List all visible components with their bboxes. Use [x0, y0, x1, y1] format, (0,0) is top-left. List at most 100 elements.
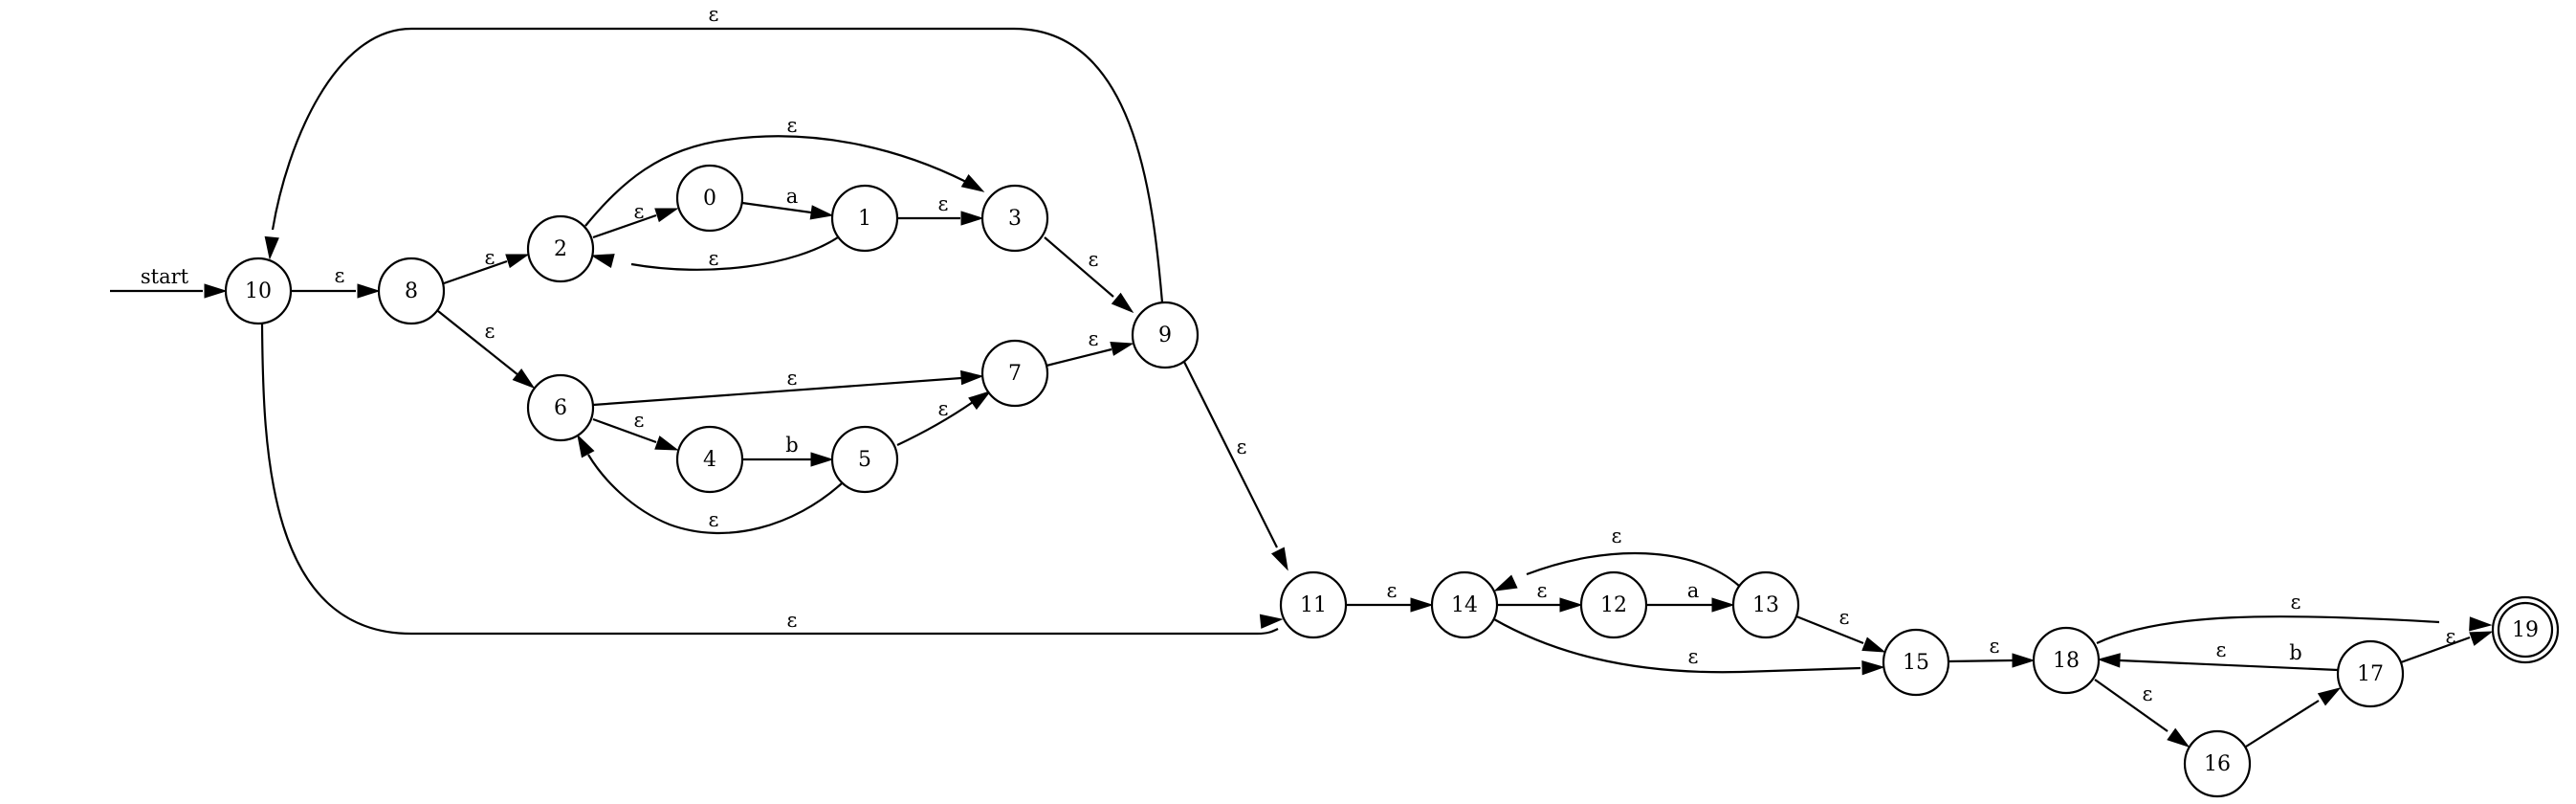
transition-15-to-18: ε: [1948, 635, 2036, 668]
transition-2-to-3: ε: [584, 114, 985, 227]
state-label: 19: [2512, 618, 2539, 642]
state-label: 2: [554, 237, 567, 261]
edge-arrowhead: [960, 173, 985, 192]
state-8: 8: [377, 257, 446, 325]
edge-arrowhead: [1861, 636, 1886, 653]
edge-label: ε: [485, 246, 495, 269]
transition-7-to-9: ε: [1046, 327, 1134, 368]
state-label: 4: [703, 448, 716, 472]
transition-5-to-7: ε: [896, 391, 992, 446]
edge-line: [271, 27, 1164, 303]
edge-line: [741, 201, 812, 214]
state-14: 14: [1430, 570, 1499, 639]
edge-label: ε: [1537, 579, 1548, 602]
edge-line: [2094, 679, 2169, 732]
state-13: 13: [1731, 570, 1800, 639]
edge-arrowhead: [1270, 547, 1288, 571]
edge-arrowhead: [577, 434, 595, 458]
transition-11-to-14: ε: [1346, 579, 1434, 613]
transition-10-to-11: ε: [260, 323, 1284, 636]
state-6: 6: [526, 373, 595, 442]
start-label: start: [141, 265, 189, 288]
edge-line: [1948, 659, 2014, 663]
transition-12-to-13: a: [1646, 579, 1735, 613]
transition-9-to-11: ε: [1183, 361, 1288, 571]
state-circle: [830, 184, 899, 253]
state-1: 1: [830, 184, 899, 253]
state-circle: [2336, 639, 2405, 708]
state-label: 8: [405, 279, 418, 303]
edge-label: ε: [1990, 635, 2000, 658]
edge-line: [2400, 636, 2471, 664]
edge-arrowhead: [357, 283, 381, 299]
state-circle: [675, 425, 744, 494]
edge-arrowhead: [960, 211, 984, 226]
transition-9-to-10: ε: [264, 3, 1164, 303]
state-9: 9: [1131, 301, 1200, 369]
state-circle: [526, 373, 595, 442]
state-circle: [1131, 301, 1200, 369]
transition-14-to-12: ε: [1497, 579, 1583, 613]
edge-label: ε: [709, 508, 719, 531]
state-label: 16: [2204, 752, 2231, 776]
state-circle: [980, 339, 1049, 408]
state-circle: [526, 214, 595, 283]
transition-8-to-2: ε: [443, 246, 530, 285]
state-7: 7: [980, 339, 1049, 408]
edge-arrowhead: [2097, 653, 2121, 668]
transition-14-to-15: ε: [1493, 618, 1885, 676]
edge-label: ε: [2143, 682, 2153, 705]
state-circle: [1731, 570, 1800, 639]
edge-arrowhead: [810, 452, 834, 467]
edge-arrowhead: [2469, 616, 2493, 632]
edge-label: ε: [1839, 606, 1850, 629]
transition-1-to-2: ε: [590, 236, 839, 271]
edge-label: ε: [485, 320, 495, 343]
edge-arrowhead: [960, 369, 984, 386]
state-3: 3: [980, 184, 1049, 253]
edge-label: ε: [1612, 525, 1622, 547]
edge-label: ε: [787, 609, 798, 632]
edge-line: [592, 376, 962, 407]
edge-line: [443, 259, 508, 285]
state-15: 15: [1882, 628, 1950, 697]
transition-1-to-3: ε: [897, 192, 984, 226]
transition-2-to-0: ε: [592, 200, 679, 239]
edge-line: [584, 135, 967, 227]
edge-label: ε: [1237, 436, 1247, 458]
state-17: 17: [2336, 639, 2405, 708]
edge-label: ε: [709, 247, 719, 270]
state-19: 19: [2491, 595, 2560, 664]
state-label: 10: [245, 279, 272, 303]
edge-arrowhead: [512, 368, 536, 390]
edge-arrowhead: [1493, 574, 1518, 592]
edge-label: ε: [709, 3, 719, 26]
edge-line: [896, 399, 977, 446]
state-11: 11: [1279, 570, 1348, 639]
state-circle: [675, 164, 744, 233]
transition-8-to-6: ε: [437, 310, 536, 390]
edge-arrowhead: [1111, 292, 1134, 314]
edge-arrowhead: [2012, 653, 2036, 668]
transition-13-to-15: ε: [1795, 606, 1886, 653]
transition-3-to-9: ε: [1044, 236, 1134, 314]
state-label: 1: [858, 207, 871, 231]
transition-17-to-18: ε: [2097, 638, 2339, 672]
transition-16-to-17: b: [2245, 641, 2342, 748]
edge-line: [630, 236, 839, 271]
edge-line: [1526, 551, 1740, 587]
state-2: 2: [526, 214, 595, 283]
edge-arrowhead: [1861, 659, 1885, 676]
edge-label: ε: [634, 409, 645, 432]
state-circle: [224, 257, 293, 325]
state-label: 14: [1451, 593, 1478, 617]
edge-label: ε: [938, 192, 949, 215]
state-label: 15: [1903, 651, 1929, 675]
edge-label: ε: [787, 367, 798, 390]
state-16: 16: [2183, 729, 2252, 798]
edge-line: [1044, 236, 1114, 298]
state-10: 10: [224, 257, 293, 325]
state-label: 7: [1008, 362, 1022, 386]
state-label: 9: [1158, 324, 1172, 347]
